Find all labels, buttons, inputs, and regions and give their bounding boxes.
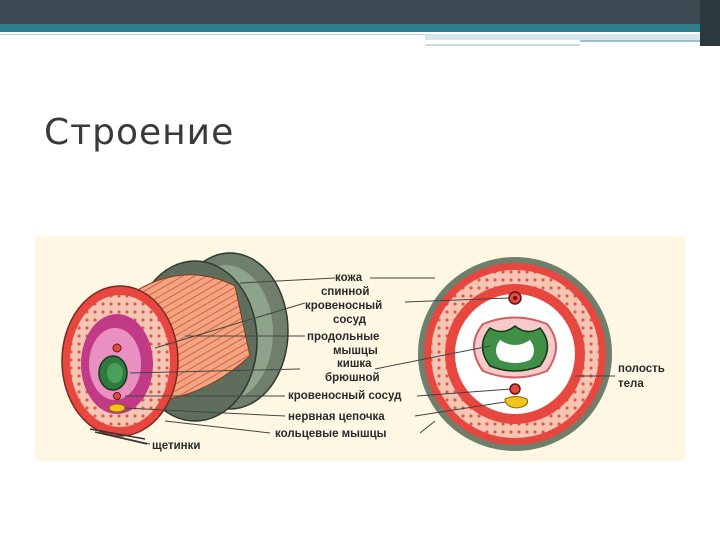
label-longitudinal-2: мышцы bbox=[333, 345, 378, 357]
decor-line bbox=[0, 34, 425, 35]
decor-line bbox=[580, 40, 700, 42]
label-intestine: кишка bbox=[337, 358, 372, 370]
label-body-cavity-2: тела bbox=[618, 378, 644, 390]
diagram-svg: кожа спинной кровеносный сосуд продольны… bbox=[61, 252, 665, 452]
label-dorsal-vessel-2: кровеносный bbox=[305, 300, 382, 312]
slide-top-stripe bbox=[0, 24, 700, 32]
slide-title: Строение bbox=[44, 112, 235, 153]
gut-lumen bbox=[107, 363, 123, 383]
gut-lumen bbox=[496, 340, 534, 363]
decor-line bbox=[425, 44, 580, 46]
label-body-cavity-1: полость bbox=[618, 363, 665, 375]
nerve-chain-front bbox=[108, 403, 126, 413]
segment-3d-drawing bbox=[61, 252, 289, 445]
label-setae: щетинки bbox=[152, 440, 200, 452]
cross-section-drawing bbox=[418, 257, 612, 451]
dorsal-vessel-front bbox=[112, 343, 122, 353]
label-longitudinal-1: продольные bbox=[307, 331, 379, 343]
nerve-chain bbox=[504, 396, 528, 409]
seta bbox=[89, 428, 146, 440]
decor-line bbox=[425, 34, 700, 40]
leader-lines bbox=[114, 277, 615, 445]
seta bbox=[94, 431, 148, 445]
label-skin: кожа bbox=[335, 272, 363, 284]
label-nerve-chain: нервная цепочка bbox=[288, 411, 385, 423]
label-dorsal-vessel-1: спинной bbox=[321, 286, 369, 298]
dorsal-vessel-core bbox=[513, 296, 517, 300]
ventral-vessel bbox=[509, 383, 521, 395]
earthworm-cross-section-figure: кожа спинной кровеносный сосуд продольны… bbox=[35, 236, 685, 461]
label-circular-muscles: кольцевые мышцы bbox=[275, 428, 387, 440]
label-ventral-vessel-2: кровеносный сосуд bbox=[288, 390, 402, 402]
label-ventral-vessel-1: брюшной bbox=[325, 372, 380, 384]
slide-corner-block bbox=[700, 0, 720, 46]
label-dorsal-vessel-3: сосуд bbox=[333, 314, 367, 326]
ventral-vessel-front bbox=[113, 392, 121, 400]
slide-top-bar bbox=[0, 0, 720, 26]
